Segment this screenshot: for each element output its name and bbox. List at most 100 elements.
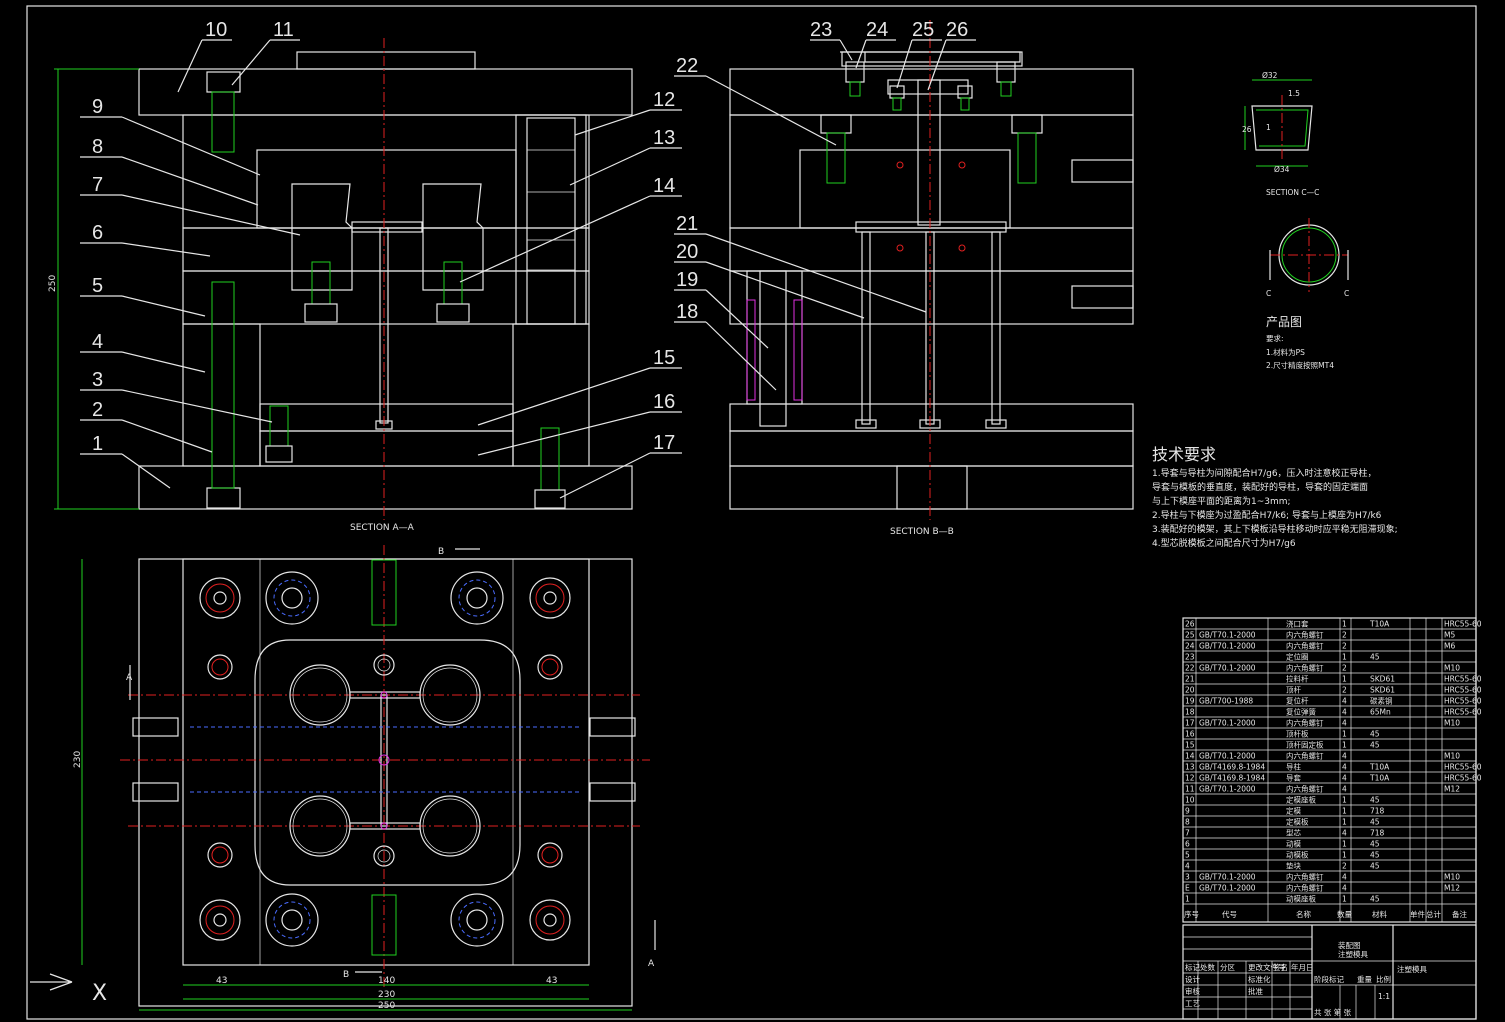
section-a-a-view bbox=[138, 38, 633, 520]
bom-cell-note: M6 bbox=[1444, 642, 1455, 651]
sec-a-bot: A bbox=[648, 959, 655, 969]
bom-cell-note: HRC55-60 bbox=[1444, 620, 1482, 629]
bom-cell-name: 定模板 bbox=[1286, 817, 1309, 827]
label-1: 1 bbox=[92, 433, 103, 455]
product-title: 产品图 bbox=[1266, 315, 1302, 329]
label-6: 6 bbox=[92, 222, 103, 244]
bom-cell-code: GB/T70.1-2000 bbox=[1199, 884, 1256, 893]
dim-230-v: 230 bbox=[73, 751, 83, 768]
bom-header-cell: 代号 bbox=[1222, 909, 1237, 919]
prod-h: 26 bbox=[1242, 125, 1252, 134]
bom-cell-name: 内六角螺钉 bbox=[1286, 883, 1324, 893]
label-17: 17 bbox=[653, 432, 675, 454]
bom-cell-no: 25 bbox=[1185, 631, 1195, 640]
title-block: 装配图 注塑模具 注塑模具 1:1 标记 处数 分区 更改文件号 签名 年月日 … bbox=[1182, 924, 1477, 1020]
bom-cell-name: 导套 bbox=[1286, 773, 1302, 783]
bom-cell-mat: 65Mn bbox=[1370, 708, 1391, 717]
label-3: 3 bbox=[92, 369, 103, 391]
bom-cell-name: 拉料杆 bbox=[1286, 674, 1309, 684]
product-req-head: 要求: bbox=[1266, 333, 1284, 343]
ucs-x: X bbox=[92, 981, 107, 1006]
bom-cell-qty: 1 bbox=[1342, 807, 1347, 816]
bom-cell-note: HRC55-60 bbox=[1444, 774, 1482, 783]
bom-cell-note: HRC55-60 bbox=[1444, 763, 1482, 772]
tb-sub: 注塑模具 bbox=[1338, 949, 1368, 959]
bom-cell-name: 顶杆 bbox=[1286, 685, 1302, 695]
tb-design: 设计 bbox=[1185, 974, 1201, 984]
label-25: 25 bbox=[912, 19, 934, 41]
bom-cell-code: GB/T70.1-2000 bbox=[1199, 752, 1256, 761]
bom-header-cell: 数量 bbox=[1337, 909, 1353, 919]
bom-cell-no: 23 bbox=[1185, 653, 1195, 662]
bom-cell-name: 复位弹簧 bbox=[1286, 707, 1316, 717]
bom-cell-note: M12 bbox=[1444, 884, 1460, 893]
bom-cell-qty: 1 bbox=[1342, 818, 1347, 827]
bom-cell-no: 10 bbox=[1185, 796, 1195, 805]
dim-250-text: 250 bbox=[48, 275, 58, 292]
ucs-icon: X bbox=[30, 973, 107, 1006]
bom-cell-code: GB/T70.1-2000 bbox=[1199, 631, 1256, 640]
dim-250: 250 bbox=[48, 68, 139, 510]
bom-cell-name: 定模 bbox=[1286, 806, 1302, 816]
bom-cell-qty: 2 bbox=[1342, 642, 1347, 651]
bom-cell-mat: 45 bbox=[1370, 741, 1380, 750]
bom-cell-code: GB/T4169.8-1984 bbox=[1199, 774, 1265, 783]
tb-check: 审核 bbox=[1185, 986, 1201, 996]
bom-cell-mat: 45 bbox=[1370, 862, 1380, 871]
bom-cell-note: HRC55-60 bbox=[1444, 686, 1482, 695]
tech-line-3: 与上下模座平面的距离为1~3mm; bbox=[1152, 495, 1291, 507]
tech-line-1: 1.导套与导柱为间隙配合H7/g6，压入时注意校正导柱， bbox=[1152, 467, 1377, 479]
bom-cell-no: E bbox=[1185, 884, 1190, 893]
bom-cell-qty: 1 bbox=[1342, 620, 1347, 629]
label-24: 24 bbox=[866, 19, 888, 41]
tb-approve: 批准 bbox=[1248, 986, 1264, 996]
label-10: 10 bbox=[205, 19, 227, 41]
tb-sheet: 共 张 第 张 bbox=[1314, 1007, 1352, 1017]
bom-cell-qty: 4 bbox=[1342, 719, 1347, 728]
bom-cell-no: 15 bbox=[1185, 741, 1195, 750]
bom-cell-name: 动模 bbox=[1286, 839, 1302, 849]
label-13: 13 bbox=[653, 127, 675, 149]
bom-cell-note: M10 bbox=[1444, 664, 1460, 673]
tech-line-6: 4.型芯脱模板之间配合尺寸为H7/g6 bbox=[1152, 537, 1296, 549]
bom-cell-code: GB/T700-1988 bbox=[1199, 697, 1253, 706]
bom-cell-note: HRC55-60 bbox=[1444, 697, 1482, 706]
bom-cell-no: 17 bbox=[1185, 719, 1195, 728]
prod-t: 1.5 bbox=[1288, 89, 1300, 98]
tb-docno: 更改文件号 bbox=[1248, 962, 1286, 972]
bom-cell-qty: 1 bbox=[1342, 840, 1347, 849]
c-right: C bbox=[1344, 289, 1349, 298]
bom-cell-qty: 4 bbox=[1342, 785, 1347, 794]
bom-cell-qty: 1 bbox=[1342, 895, 1347, 904]
bom-cell-mat: SKD61 bbox=[1370, 686, 1395, 695]
tb-stage: 阶段标记 bbox=[1314, 974, 1344, 984]
bom-cell-no: 6 bbox=[1185, 840, 1190, 849]
prod-d-bottom: Ø34 bbox=[1274, 165, 1290, 174]
label-20: 20 bbox=[676, 241, 698, 263]
bom-cell-mat: 718 bbox=[1370, 829, 1385, 838]
label-11: 11 bbox=[273, 19, 294, 41]
tb-date: 年月日 bbox=[1291, 962, 1314, 972]
c-left: C bbox=[1266, 289, 1271, 298]
label-16: 16 bbox=[653, 391, 675, 413]
bom-cell-qty: 4 bbox=[1342, 829, 1347, 838]
bom-cell-name: 浇口套 bbox=[1286, 619, 1309, 629]
bom-cell-name: 定位圈 bbox=[1286, 652, 1309, 662]
prod-d-top: Ø32 bbox=[1262, 71, 1278, 80]
tb-sign: 签名 bbox=[1273, 962, 1288, 972]
label-14: 14 bbox=[653, 175, 675, 197]
bom-cell-qty: 4 bbox=[1342, 697, 1347, 706]
label-5: 5 bbox=[92, 275, 103, 297]
bom-cell-no: 5 bbox=[1185, 851, 1190, 860]
section-c-c-title: SECTION C—C bbox=[1266, 188, 1319, 197]
bom-cell-qty: 2 bbox=[1342, 664, 1347, 673]
bom-header-cell: 序号 bbox=[1184, 909, 1199, 919]
tb-drawing: 装配图 bbox=[1338, 940, 1361, 950]
part-labels-left: 10 11 9 8 7 6 5 4 3 2 1 12 13 14 15 16 1… bbox=[80, 19, 682, 499]
tech-line-4: 2.导柱与下模座为过盈配合H7/k6; 导套与上模座为H7/k6 bbox=[1152, 509, 1382, 521]
bom-cell-no: 11 bbox=[1185, 785, 1195, 794]
bom-cell-name: 垫块 bbox=[1286, 861, 1302, 871]
bom-cell-qty: 1 bbox=[1342, 851, 1347, 860]
bom-cell-name: 顶杆固定板 bbox=[1286, 740, 1324, 750]
